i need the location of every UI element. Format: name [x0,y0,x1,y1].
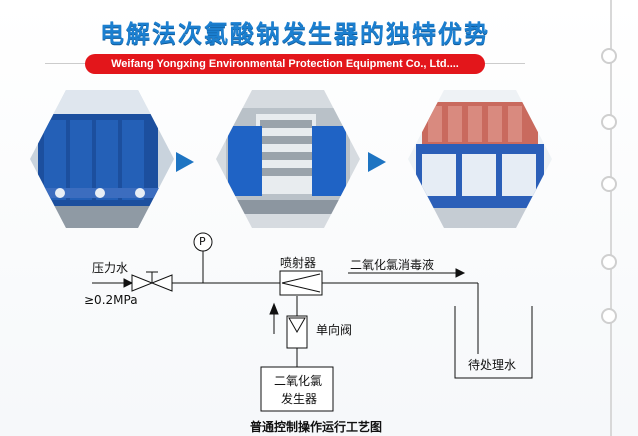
page-title: 电解法次氯酸钠发生器的独特优势 [100,20,490,48]
outlet-label: 二氧化氯消毒液 [350,258,435,272]
generator-label-line2: 发生器 [281,392,318,406]
photo-hex-2 [216,90,360,228]
generator-label-line1: 二氧化氯 [274,374,323,388]
arrow-right-icon-1 [176,152,194,172]
timeline-dot-4[interactable] [601,254,617,270]
pressure-gauge-label: P [199,235,206,248]
photo-hex-3 [408,90,552,228]
pressure-water-label: 压力水 [92,261,129,275]
timeline-line [610,0,612,436]
timeline-dot-5[interactable] [601,308,617,324]
pressure-value-label: ≥0.2MPa [84,293,138,307]
check-valve-label: 单向阀 [316,323,353,337]
tank-label: 待处理水 [468,358,517,372]
generator-cabinet-photo [408,90,552,228]
timeline-dot-1[interactable] [601,48,617,64]
electrode-module-photo [216,90,360,228]
arrow-right-icon-2 [368,152,386,172]
timeline-dot-2[interactable] [601,114,617,130]
diagram-caption: 普通控制操作运行工艺图 [250,420,383,434]
ejector-label: 喷射器 [280,256,317,270]
timeline-dot-3[interactable] [601,176,617,192]
company-banner: Weifang Yongxing Environmental Protectio… [85,54,485,74]
